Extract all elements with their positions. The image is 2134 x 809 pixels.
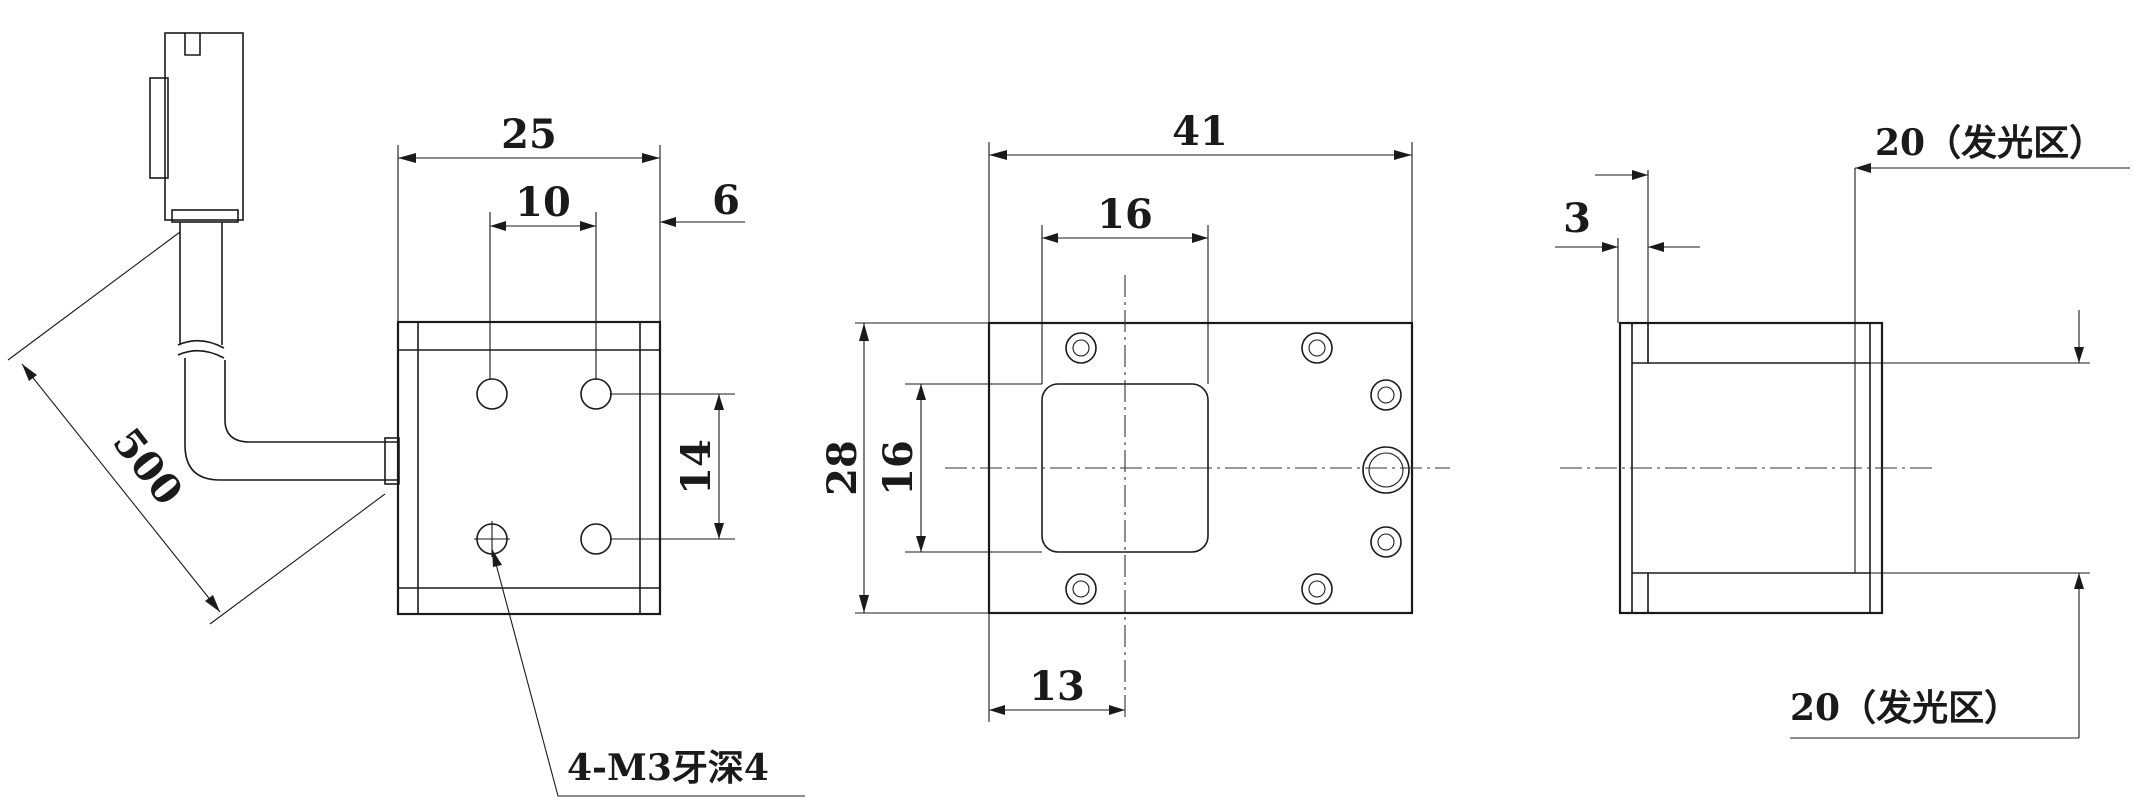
dim-label: 3: [1563, 195, 1591, 242]
dim-label: 16: [1097, 191, 1153, 238]
side-view: 25 10 6 14: [7, 32, 805, 797]
dim-label: 16: [875, 440, 922, 496]
dim-label: 13: [1029, 663, 1085, 710]
dim-cable-500: 500: [7, 231, 386, 625]
dim-wall-3: 3: [1555, 170, 1700, 363]
screw-holes: [1065, 332, 1410, 605]
dim-offset-13: 13: [988, 613, 1125, 722]
dim-width-41: 41: [988, 108, 1413, 323]
mount-hole: [580, 523, 612, 555]
dim-hole-spacing-14: 14: [610, 393, 735, 540]
dim-label: 41: [1172, 108, 1228, 155]
dim-window-width-16: 16: [1041, 191, 1209, 384]
dim-emit-zone-top: 20（发光区）: [1854, 122, 2130, 573]
dim-edge-6: 6: [660, 177, 745, 227]
end-view: 3 20（发光区） 20（发光区）: [1555, 122, 2130, 739]
dim-width-25: 25: [397, 111, 661, 322]
dim-hole-spacing-10: 10: [489, 179, 597, 380]
side-body: [396, 320, 662, 616]
front-view: 41 16 28 16: [819, 108, 1450, 722]
dim-height-28: 28: [819, 322, 989, 614]
thread-leader: 4-M3牙深4: [491, 548, 805, 797]
dim-label: 28: [819, 440, 866, 496]
connector: [149, 32, 244, 223]
dim-label: 25: [501, 111, 557, 158]
dim-window-height-16: 16: [875, 383, 1042, 553]
dim-emit-zone-bottom: 20（发光区）: [1790, 572, 2090, 739]
mount-hole: [580, 378, 612, 410]
cable: [177, 222, 400, 485]
mount-hole: [476, 378, 508, 410]
emit-zone-label-top: 20（发光区）: [1875, 122, 2105, 164]
dim-label: 500: [103, 419, 191, 514]
dim-label: 14: [673, 439, 720, 495]
dim-label: 6: [712, 177, 740, 224]
dim-label: 10: [515, 179, 571, 226]
thread-note: 4-M3牙深4: [567, 747, 769, 789]
emit-zone-label-bottom: 20（发光区）: [1790, 687, 2020, 729]
